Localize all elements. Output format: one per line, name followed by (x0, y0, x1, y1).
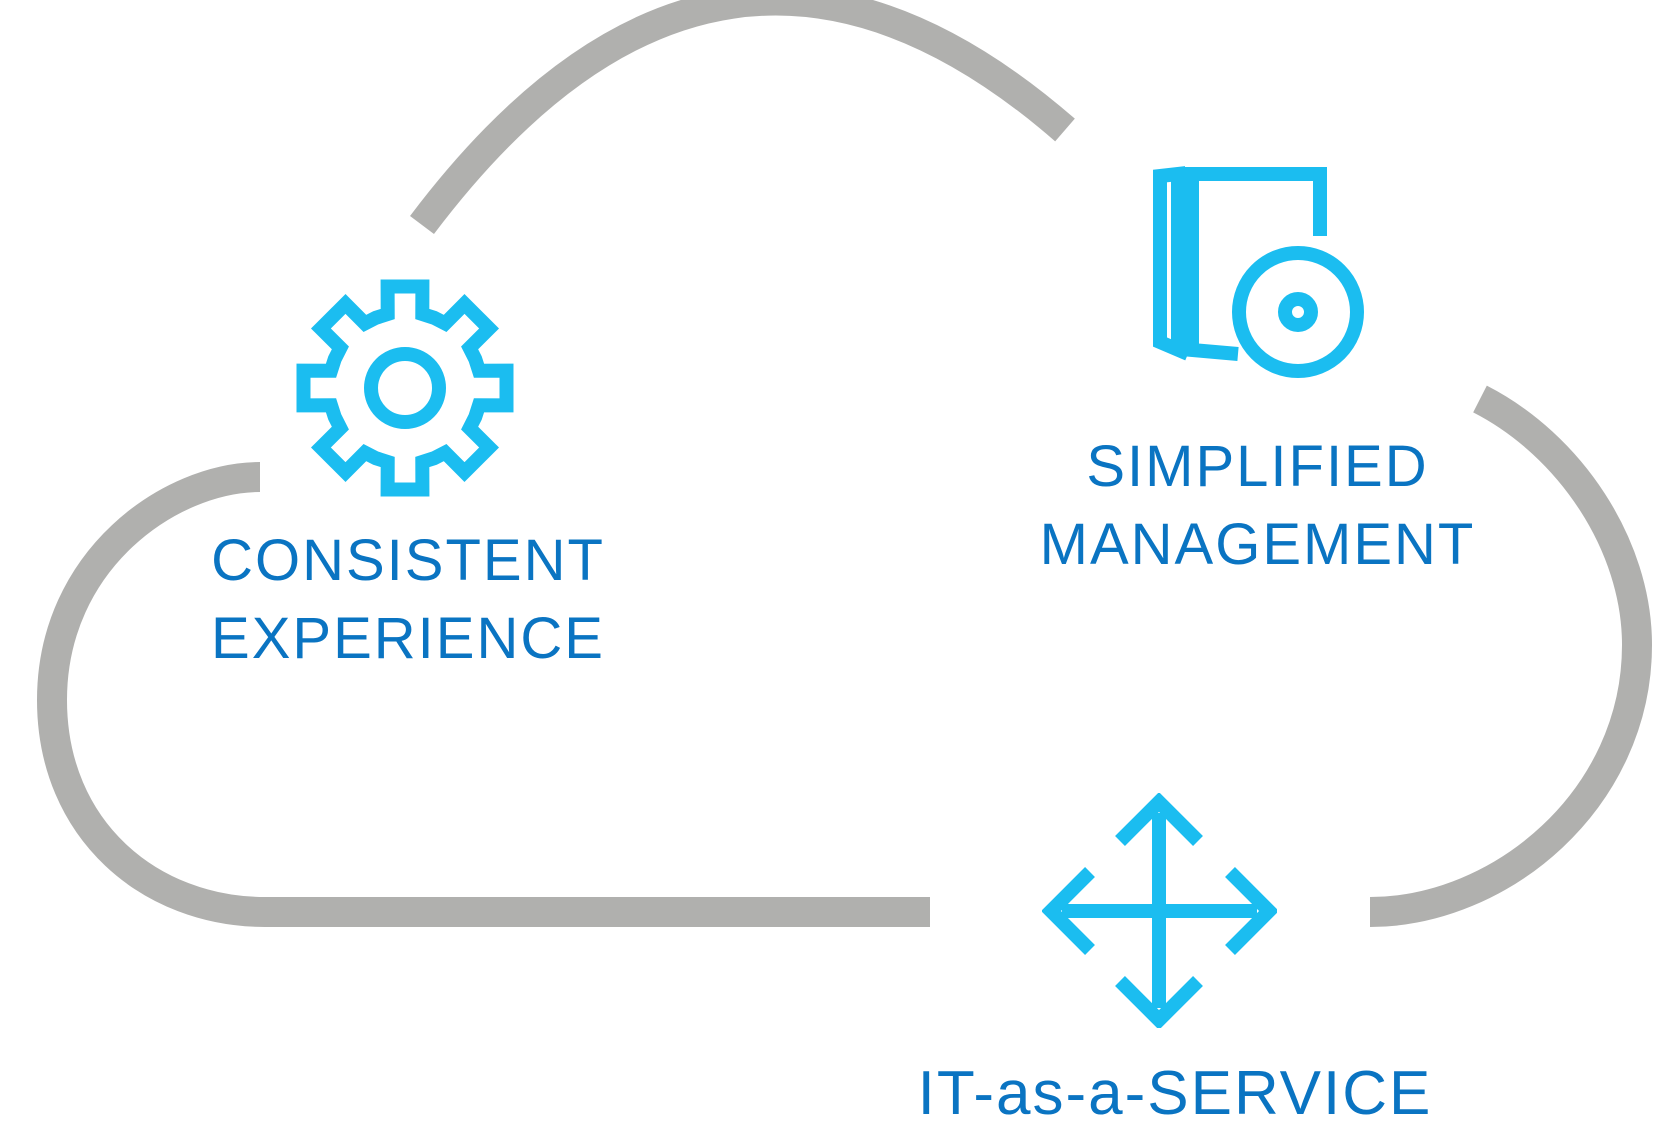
book-with-disc-icon (1153, 166, 1364, 378)
consistent-label-line1: CONSISTENT (211, 528, 605, 593)
consistent-experience-label: CONSISTENT EXPERIENCE (198, 532, 618, 668)
simplified-label-line1: SIMPLIFIED (1086, 434, 1429, 499)
it-as-a-service-label: IT-as-a-SERVICE (917, 1059, 1433, 1128)
gear-teeth-outline (296, 279, 514, 497)
simplified-label-line2: MANAGEMENT (1039, 512, 1476, 577)
cloud-right-lobe (1369, 385, 1653, 927)
consistent-label-line2: EXPERIENCE (211, 606, 605, 671)
simplified-management-label: SIMPLIFIED MANAGEMENT (1030, 438, 1485, 574)
gear-icon (296, 279, 514, 497)
four-way-arrows-icon (1042, 793, 1277, 1028)
cloud-left-lobe (36, 462, 930, 927)
cloud-top-arc (410, 0, 1075, 235)
